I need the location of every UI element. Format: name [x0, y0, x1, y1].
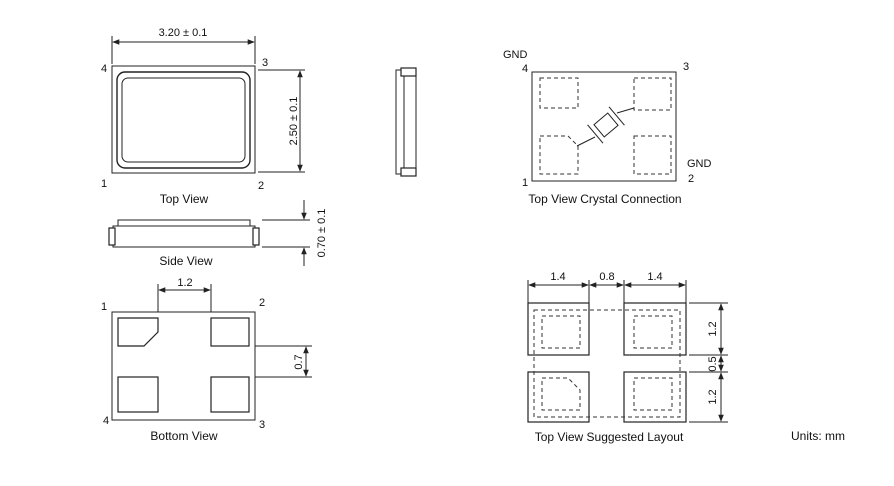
crystal-view-gnd-pin-4: GND: [503, 49, 528, 61]
layout-dim-top-2: 0.8: [599, 271, 614, 283]
side-view-left-terminal: [108, 227, 116, 246]
units-label: Units: mm: [791, 429, 845, 443]
side-view-lid: [117, 219, 251, 227]
bottom-view-gap-dim: 1.2: [177, 277, 192, 289]
side-view: 0.70 ± 0.1 Side View: [108, 200, 328, 268]
bottom-view-pin-1: 1: [101, 301, 107, 313]
end-view-bottom-terminal: [400, 167, 417, 177]
crystal-view-pad-3: [633, 77, 672, 111]
crystal-body: [593, 112, 619, 138]
top-view: 3.20 ± 0.1 2.50 ± 0.1 1 2 3 4 Top View: [101, 27, 305, 206]
crystal-symbol: [587, 106, 625, 144]
top-view-pin-1: 1: [101, 178, 107, 190]
layout-component-pad: [541, 377, 581, 411]
bottom-view-pin-2: 2: [259, 297, 265, 309]
crystal-view-pad-1: [539, 135, 579, 175]
bottom-view-pad-3: [210, 376, 250, 413]
crystal-view-title: Top View Crystal Connection: [528, 192, 681, 206]
crystal-view-pin-2: 2: [688, 173, 694, 185]
crystal-view-pin-3: 3: [683, 61, 689, 73]
side-view-height-dim: 0.70 ± 0.1: [316, 209, 328, 258]
crystal-plate-left: [587, 124, 604, 144]
top-view-height-dim: 2.50 ± 0.1: [288, 97, 300, 146]
end-view-body: [395, 69, 417, 175]
bottom-view-pad-2: [210, 317, 250, 347]
layout-land-pad-top-left: [527, 302, 590, 356]
layout-dim-top-1: 1.4: [550, 271, 565, 283]
top-view-title: Top View: [160, 192, 209, 206]
crystal-plate-right: [608, 106, 625, 126]
bottom-view-pad-4: [117, 376, 159, 413]
layout-land-pad-bottom-left: [527, 371, 590, 423]
bottom-view-pad-dim: 0.7: [293, 354, 305, 369]
top-view-lid-inner: [121, 77, 246, 163]
top-view-width-dim: 3.20 ± 0.1: [159, 27, 208, 39]
crystal-view-package: [531, 71, 677, 182]
bottom-view-title: Bottom View: [150, 429, 217, 443]
end-view-top-terminal: [400, 67, 417, 77]
top-view-pin-4: 4: [101, 63, 107, 75]
bottom-view: 1.2 0.7 1 2 3 4 Bottom View: [101, 277, 312, 443]
layout-dim-right-2: 0.5: [707, 356, 719, 371]
crystal-view-pad-2: [633, 135, 672, 175]
layout-view-title: Top View Suggested Layout: [535, 430, 684, 444]
crystal-view-pad-4: [539, 77, 579, 109]
side-view-body: [112, 225, 256, 248]
layout-dim-top-3: 1.4: [647, 271, 662, 283]
crystal-view-pin-1: 1: [522, 177, 528, 189]
side-view-right-terminal: [252, 227, 260, 246]
layout-land-pad-top-right: [623, 302, 687, 356]
bottom-view-pad-1: [117, 317, 159, 347]
bottom-view-pin-3: 3: [259, 419, 265, 431]
crystal-view: GND 4 3 GND 2 1 Top View Crystal Connect…: [503, 49, 712, 206]
crystal-view-pin-4: 4: [522, 63, 528, 75]
bottom-view-package: [111, 311, 256, 421]
layout-land-pad-bottom-right: [623, 371, 687, 423]
end-view: [395, 67, 417, 177]
crystal-view-gnd-pin-2: GND: [687, 158, 712, 170]
crystal-lead-to-pin-3: [616, 107, 635, 114]
top-view-package: [111, 65, 256, 174]
top-view-pin-2: 2: [258, 180, 264, 192]
layout-package-outline: [533, 309, 681, 418]
layout-view: 1.4 0.8 1.4 1.2 0.5 1.2 Top View Suggest…: [527, 271, 728, 444]
layout-dim-right-1: 1.2: [707, 321, 719, 336]
top-view-pin-3: 3: [262, 57, 268, 69]
layout-dim-right-3: 1.2: [707, 389, 719, 404]
side-view-title: Side View: [159, 254, 212, 268]
top-view-lid-outer: [116, 71, 251, 169]
bottom-view-pin-4: 4: [103, 415, 109, 427]
crystal-lead-to-pin-1: [576, 136, 596, 147]
